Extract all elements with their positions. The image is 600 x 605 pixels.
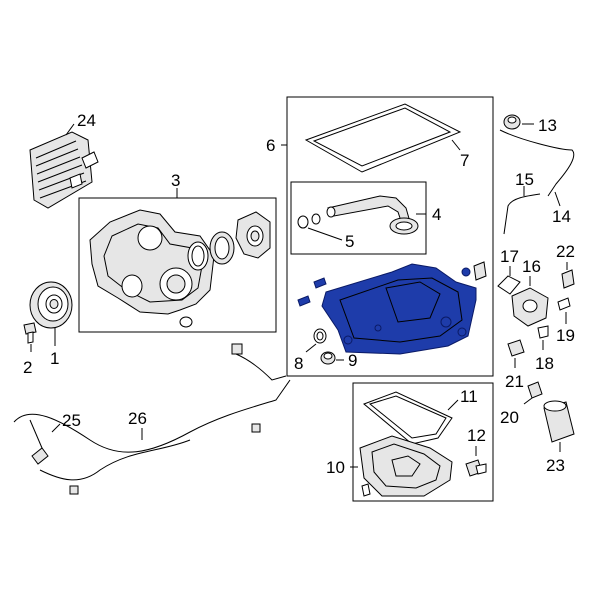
callout-25: 25 [62,411,81,430]
callout-8: 8 [294,354,303,373]
callout-1: 1 [50,349,59,368]
pickup-o-rings [297,213,321,229]
callout-3: 3 [171,171,180,190]
dipstick-tube [499,129,575,197]
oil-filter [543,400,575,443]
adapter-bolt-18 [537,325,549,339]
callout-7: 7 [460,151,469,170]
dipstick-cap [503,114,521,130]
front-seal-ring [187,241,209,271]
callout-19: 19 [556,326,575,345]
oil-pan-bolts [297,261,487,307]
callout-4: 4 [432,205,441,224]
lower-pan-gasket [363,391,453,445]
callout-11: 11 [460,387,478,406]
filter-nipple [507,339,525,357]
callout-5: 5 [345,232,354,251]
callout-14: 14 [552,207,571,226]
oil-pan-gasket [304,103,462,173]
callout-2: 2 [23,358,32,377]
dipstick [503,193,541,235]
engine-front-cover [89,209,215,328]
crankshaft-pulley [29,281,73,329]
lower-oil-pan [359,435,453,497]
lower-oil-pan-group-box [352,382,494,502]
callout-17: 17 [500,247,519,266]
adapter-bolt-19 [557,297,571,311]
drain-plug-washer [313,328,327,344]
callout-24: 24 [77,111,96,130]
callout-16: 16 [522,257,541,276]
callout-9: 9 [348,351,357,370]
callout-23: 23 [546,456,565,475]
callout-21: 21 [505,372,524,391]
callout-22: 22 [556,242,575,261]
front-crank-seal [209,231,235,265]
oil-level-sensor [465,459,487,477]
oil-cooler [29,131,99,209]
harness-connector [29,419,49,465]
pulley-bolt [23,322,37,344]
callout-20: 20 [500,408,519,427]
callout-10: 10 [326,458,345,477]
filter-adapter-gasket [497,275,521,295]
callout-15: 15 [515,170,534,189]
engine-wiring-harness [13,343,291,495]
callout-18: 18 [535,354,554,373]
callout-26: 26 [128,409,147,428]
oil-pickup-group-box [290,181,427,255]
oil-pickup-tube [326,195,419,235]
drain-plug [320,351,336,365]
upper-oil-pan-highlighted [321,263,477,355]
callout-12: 12 [467,426,486,445]
filter-stud [527,381,543,399]
pressure-sensor [561,269,575,289]
callout-6: 6 [266,136,275,155]
oil-pan-group-box [286,96,494,377]
rear-cover-plate [235,211,271,259]
callout-13: 13 [538,116,557,135]
oil-filter-adapter [511,287,549,327]
